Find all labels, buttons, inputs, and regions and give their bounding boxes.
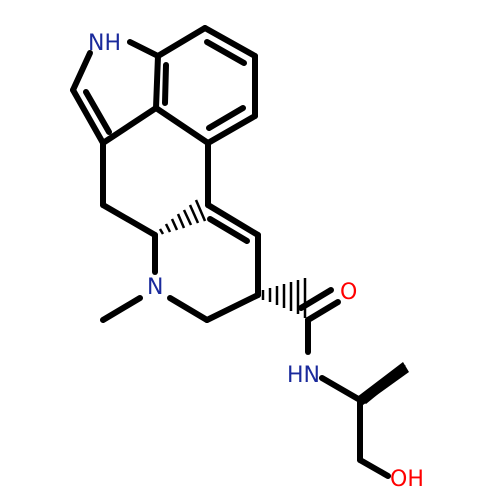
bond-c5-c4-double [206,105,246,131]
bond-c10-c9-double [207,216,250,244]
bond-n1-c7a [127,39,161,59]
amide-nh-label: HN [287,363,320,388]
bond-n6-methyl [100,295,143,323]
hydroxyl-label: OH [390,467,424,492]
bond-c5-c4 [205,113,258,146]
bond-n1-c2 [70,50,93,93]
hashed-wedge-c8 [261,278,307,318]
atom-labels: NH N O HN OH [88,31,424,492]
bond-c10-c9 [205,202,261,238]
stereo-bonds [158,199,409,405]
bond-c7-c6 [202,25,258,59]
bond-c3-c3a [100,105,159,146]
bond-c7-c6-double [204,39,247,66]
ring-n-label: N [147,275,163,300]
indole-nh-label: NH [88,31,121,56]
bond-amide-c-o [305,299,341,323]
bond-c7ring-n6 [167,295,210,323]
bond-ch2-oh [357,457,391,479]
hashed-wedge-c5 [158,199,207,235]
bond-c2-c3 [70,87,106,146]
solid-wedge-methyl-fill [357,362,409,405]
bond-c7a-c3a-inner [162,62,169,106]
bond-c7a-c7 [155,25,208,59]
bond-ch2-c5 [100,202,158,238]
bond-c2-c3-double [83,89,112,135]
bond-nh-chiral [319,375,363,403]
bond-c7a-c3a [153,53,161,111]
amide-o-label: O [340,280,357,305]
bond-c8-c7ring [204,292,261,323]
bonds [70,25,391,479]
bond-c4-c3a [153,105,211,146]
